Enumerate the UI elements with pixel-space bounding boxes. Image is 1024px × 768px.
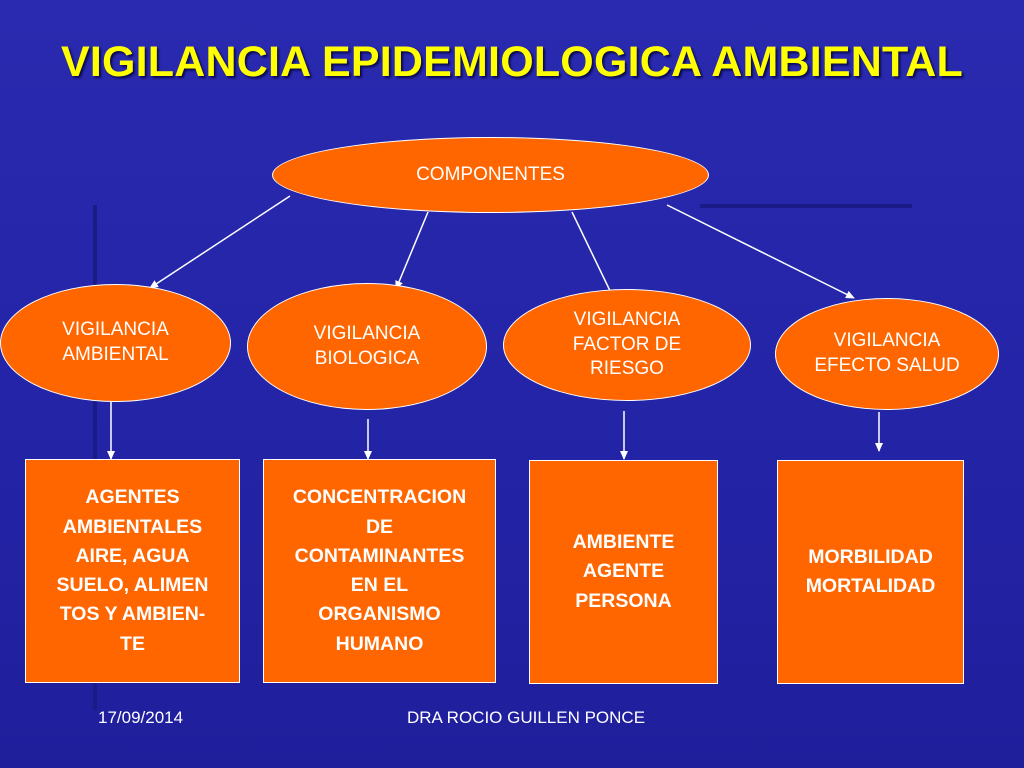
node-vigilancia-efecto-salud: VIGILANCIA EFECTO SALUD (775, 298, 999, 410)
box-morbilidad-mortalidad: MORBILIDAD MORTALIDAD (777, 460, 964, 684)
box-ambiente-agente-persona: AMBIENTE AGENTE PERSONA (529, 460, 718, 684)
box-agentes-ambientales: AGENTES AMBIENTALES AIRE, AGUA SUELO, AL… (25, 459, 240, 683)
arrow-root-to-factor-riesgo (571, 211, 615, 300)
box-text: AMBIENTE AGENTE PERSONA (572, 531, 675, 612)
footer-author: DRA ROCIO GUILLEN PONCE (407, 708, 646, 727)
node-vigilancia-biologica: VIGILANCIA BIOLOGICA (247, 283, 487, 410)
node-label: VIGILANCIA AMBIENTAL (62, 319, 169, 365)
node-vigilancia-ambiental: VIGILANCIA AMBIENTAL (0, 284, 231, 402)
box-concentracion-contaminantes: CONCENTRACION DE CONTAMINANTES EN EL ORG… (263, 459, 496, 683)
root-node-label: COMPONENTES (416, 163, 565, 185)
decorative-horizontal-line (700, 204, 912, 208)
root-node-componentes: COMPONENTES (272, 137, 709, 213)
arrow-root-to-biologica (395, 211, 429, 290)
footer-date: 17/09/2014 (98, 708, 184, 727)
node-label: VIGILANCIA EFECTO SALUD (814, 330, 960, 376)
arrow-root-to-ambiental (149, 195, 291, 289)
node-vigilancia-factor-riesgo: VIGILANCIA FACTOR DE RIESGO (503, 289, 751, 401)
slide-title: VIGILANCIA EPIDEMIOLOGICA AMBIENTAL (60, 38, 964, 86)
arrow-root-to-efecto-salud (666, 204, 855, 299)
node-label: VIGILANCIA BIOLOGICA (313, 322, 421, 369)
box-text: MORBILIDAD MORTALIDAD (805, 545, 936, 597)
box-text: AGENTES AMBIENTALES AIRE, AGUA SUELO, AL… (56, 486, 209, 655)
node-label: VIGILANCIA FACTOR DE RIESGO (572, 308, 682, 380)
box-text: CONCENTRACION DE CONTAMINANTES EN EL ORG… (292, 486, 467, 655)
decorative-vertical-line (93, 205, 97, 710)
